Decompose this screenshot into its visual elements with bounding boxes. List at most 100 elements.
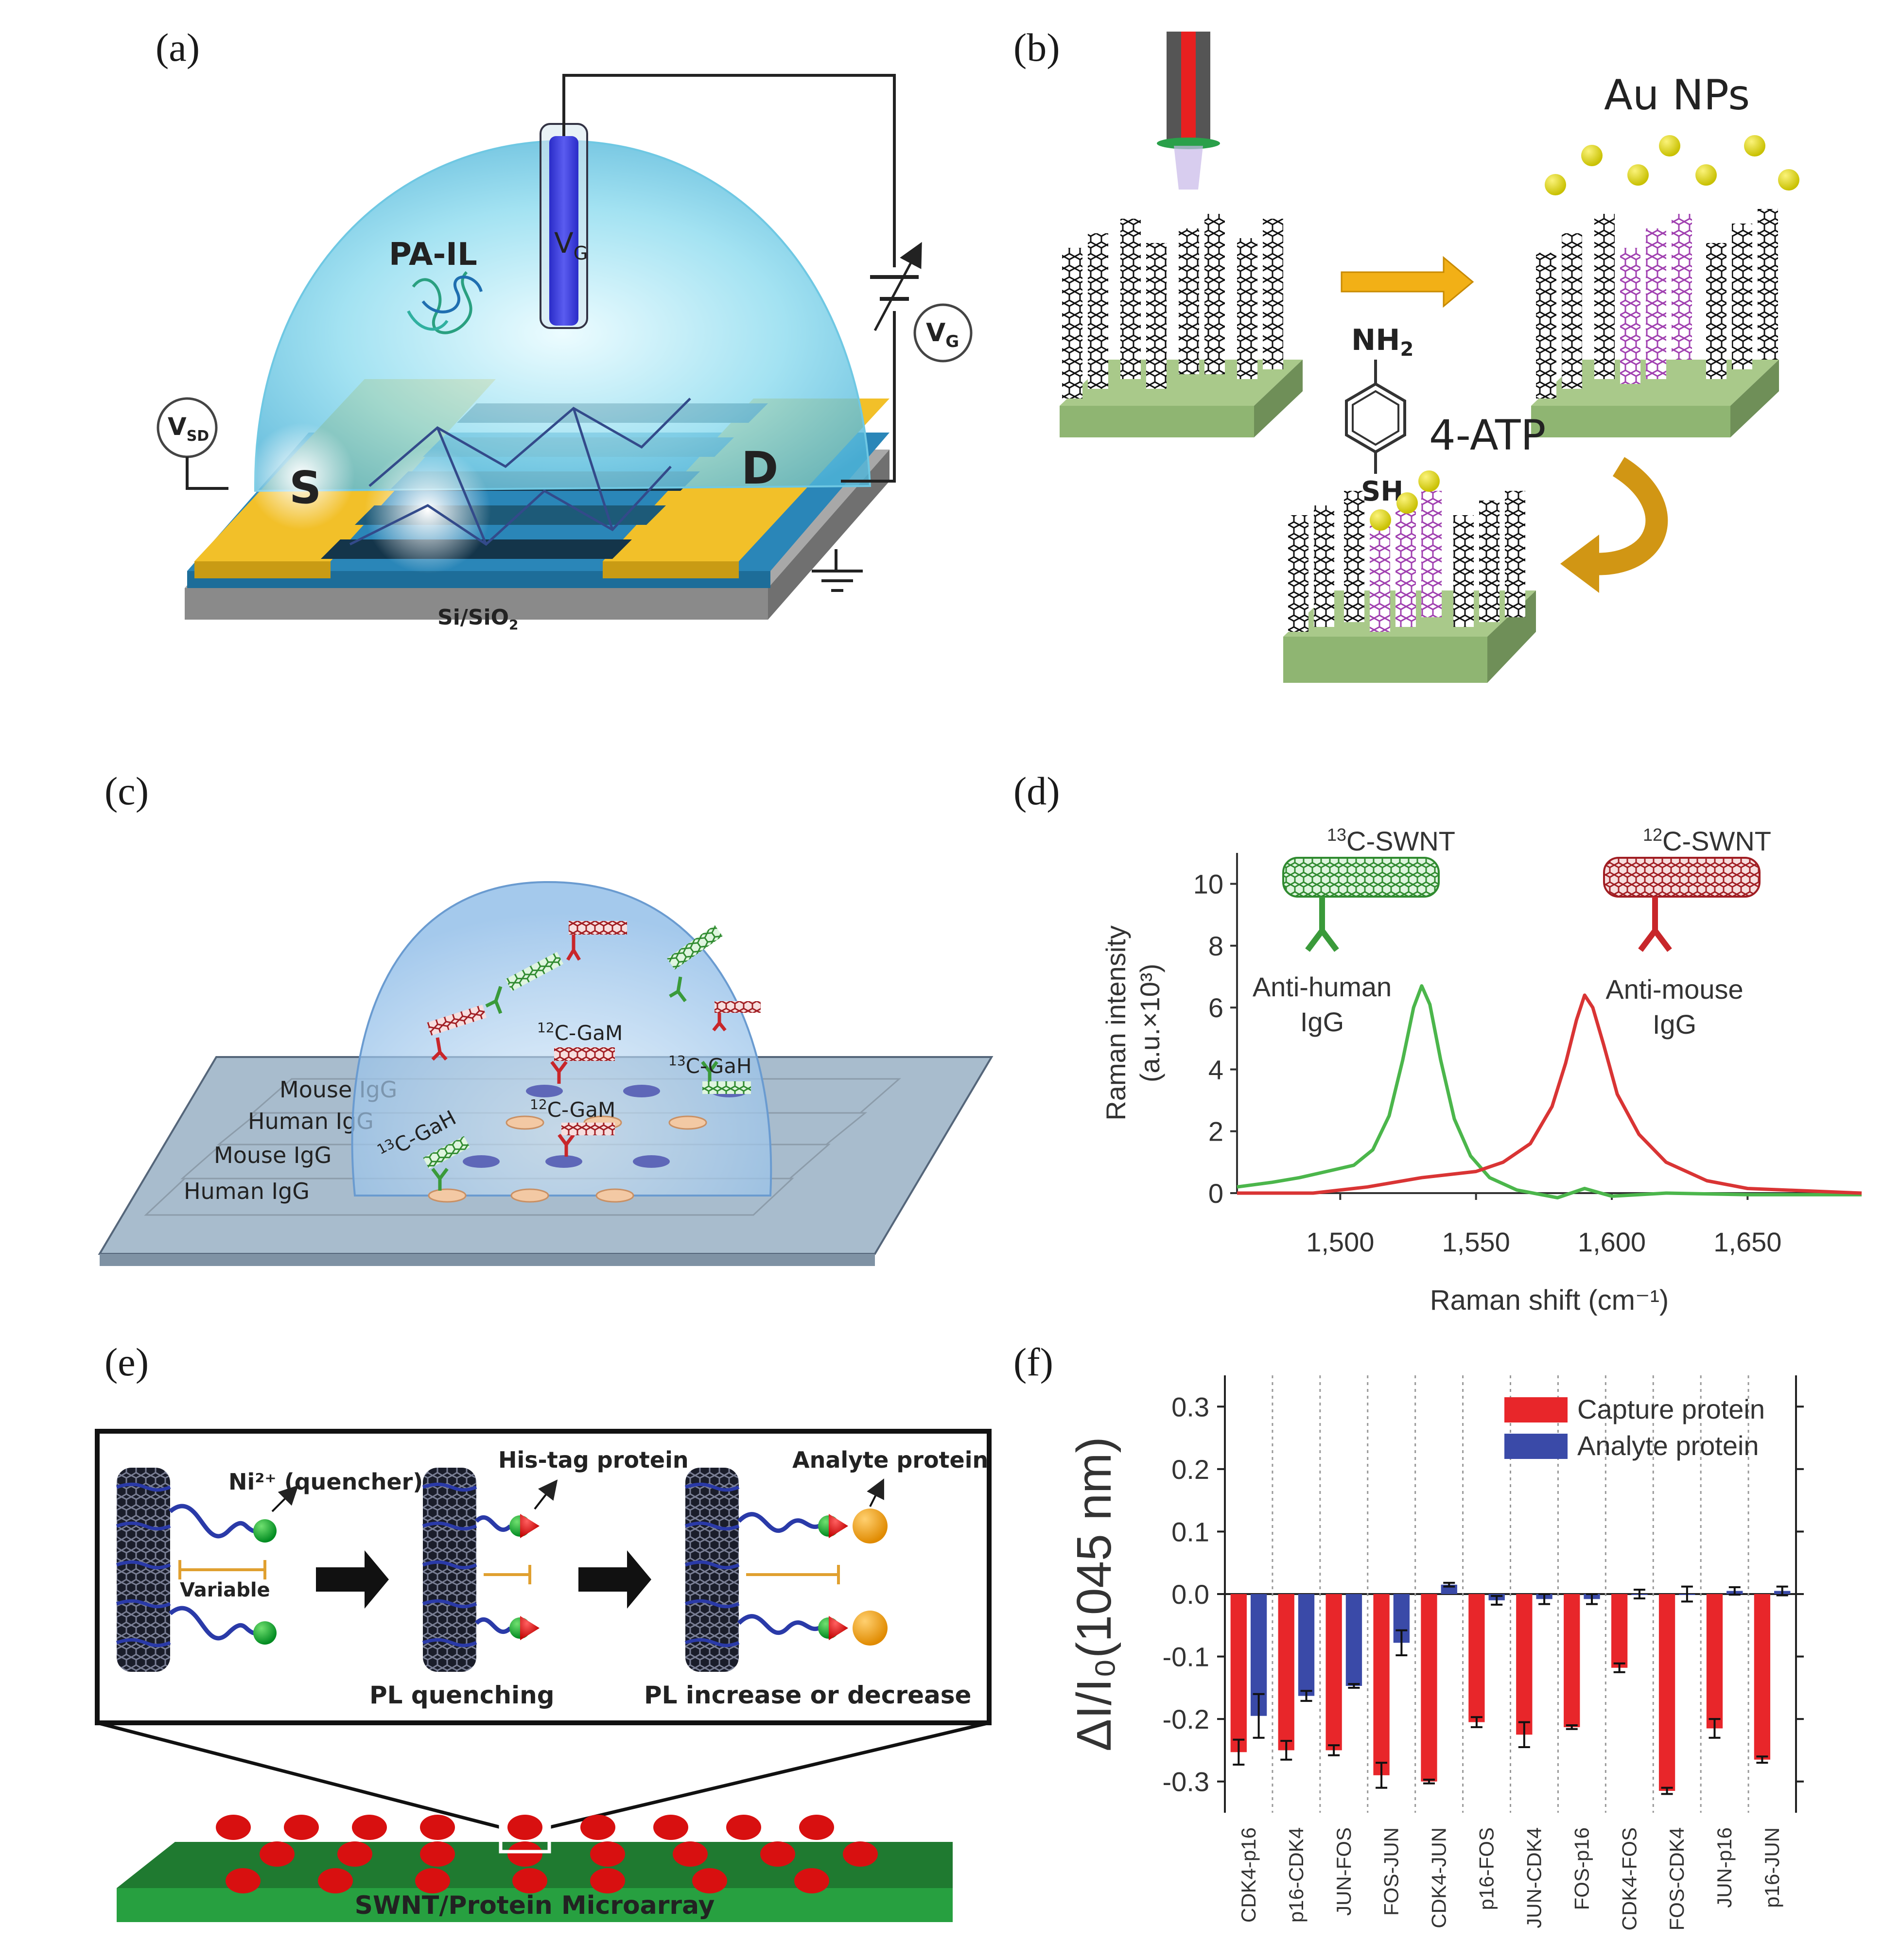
curved-arrow-head [1560,535,1599,593]
x-tick-label: JUN-FOS [1332,1827,1355,1916]
x-tick-label: CDK4-p16 [1237,1827,1260,1923]
y-tick-label: 10 [1193,869,1223,900]
capture-bar [1754,1594,1771,1760]
anti-mouse-label-1: Anti-mouse [1605,974,1743,1005]
stage-2 [422,1468,558,1672]
legend-capture-label: Capture protein [1577,1394,1765,1424]
c13-gah-right: 13C-GaH [668,1053,752,1078]
panel-d-label: (d) [1013,769,1060,813]
cnt-forest-2 [1536,209,1778,399]
legend-analyte-label: Analyte protein [1577,1430,1759,1461]
analyte-label: Analyte protein [792,1447,988,1473]
x-tick-label: p16-FOS [1475,1827,1498,1910]
arrow-right [1341,256,1474,308]
polymer-network [349,398,691,546]
vg-source-circle [913,303,973,363]
bound-conjugates [423,1047,751,1191]
y-tick-label: 0.3 [1171,1391,1209,1422]
vg-source-label: VG [926,318,959,351]
gate-electrode [549,136,578,326]
c13-swnt-icon [1282,857,1440,952]
curved-arrow-body [1588,457,1668,575]
probe-ring [1157,138,1220,149]
pl-change-label: PL increase or decrease [644,1681,971,1709]
capture-bar [1278,1594,1294,1751]
capture-bar [1325,1594,1342,1751]
y-tick-label: 0 [1208,1178,1223,1209]
analyte-bar [1345,1594,1362,1686]
x-axis-title: Raman shift (cm⁻¹) [1430,1284,1669,1316]
x-tick-label: FOS-p16 [1570,1827,1593,1910]
x-tick-label: 1,600 [1578,1227,1646,1257]
y-tick-label: 0.0 [1171,1579,1209,1610]
sh-label: SH [1361,476,1403,507]
x-tick-label: 1,650 [1713,1227,1781,1257]
panel-f: (f) 0.30.20.10.0-0.1-0.2-0.3ΔI/I₀(1045 n… [1013,1340,1804,1930]
source-label: S [289,462,321,514]
variable-source-arrow [873,242,922,331]
capture-bar [1611,1594,1628,1668]
laser-beam [1181,32,1196,143]
c12-swnt-label: 12C-SWNT [1643,825,1771,856]
y-tick-label: -0.2 [1163,1704,1210,1735]
variable-label: Variable [180,1579,270,1601]
y-axis-title-1: Raman intensity [1100,925,1131,1121]
anti-human-label-1: Anti-human [1253,971,1392,1002]
panel-e: (e) Ni²⁺ (quencher) Variable [95,1340,992,1922]
x-tick-label: CDK4-JUN [1428,1827,1450,1928]
laser-glow [1174,146,1203,190]
cnt-forest-3 [1288,491,1525,632]
series-13c-line [1237,984,1862,1199]
panel-e-label: (e) [105,1340,149,1384]
si-substrate-side [185,588,768,620]
drain-electrode-side [603,561,739,578]
c12-gam-top: 12C-GaM [537,1020,623,1045]
x-tick-label: JUN-CDK4 [1522,1827,1545,1928]
drain-wire [841,311,896,483]
vg-electrode-label: VG [554,226,588,264]
spots-mouse [463,1085,748,1168]
his-tag-label: His-tag protein [498,1447,689,1473]
zoom-line-right [549,1721,990,1829]
y-tick-label: 2 [1208,1116,1223,1147]
stage-3 [684,1468,888,1672]
au-nanoparticles [1545,135,1799,195]
substrate-3-front [1283,637,1487,683]
drain-label: D [741,442,778,494]
anti-mouse-label-2: IgG [1653,1009,1696,1040]
atp-label: 4-ATP [1429,411,1546,460]
ni-quencher-label: Ni²⁺ (quencher) [228,1469,423,1495]
microarray-label: SWNT/Protein Microarray [355,1891,715,1920]
y-tick-label: -0.3 [1163,1767,1210,1797]
capture-bar [1421,1594,1437,1782]
si-substrate-edge [768,450,889,620]
x-tick-label: FOS-JUN [1380,1827,1403,1916]
legend-capture-swatch [1504,1397,1568,1422]
y-axis-title: ΔI/I₀(1045 nm) [1067,1437,1121,1751]
capture-bar [1230,1594,1247,1752]
benzene-inner [1352,390,1399,446]
microarray-front [117,1888,953,1922]
x-tick-label: p16-CDK4 [1285,1827,1308,1923]
series-12c-line [1237,993,1862,1195]
c13-swnt-label: 13C-SWNT [1327,825,1455,856]
capture-bar [1516,1594,1533,1735]
x-tick-label: FOS-CDK4 [1665,1827,1688,1930]
panel-a-label: (a) [156,25,200,69]
c12-swnt-icon [1603,857,1761,952]
capture-bar [1468,1594,1485,1722]
arrow-2 [578,1550,651,1609]
y-tick-label: 4 [1208,1054,1223,1085]
arrow-1 [316,1550,389,1609]
floating-conjugates [427,921,761,1061]
zoom-highlight-box [499,1806,551,1854]
c12-gam-mid: 12C-GaM [530,1096,615,1122]
capture-bar [1706,1594,1723,1729]
pa-il-label: PA-IL [389,237,477,273]
glass-slide-edge [100,1254,875,1266]
bar-chart: 0.30.20.10.0-0.1-0.2-0.3ΔI/I₀(1045 nm)CD… [1067,1375,1804,1930]
benzene-ring [1345,382,1406,454]
au-nanoparticles-bound [1370,470,1440,531]
y-tick-label: 6 [1208,992,1223,1023]
